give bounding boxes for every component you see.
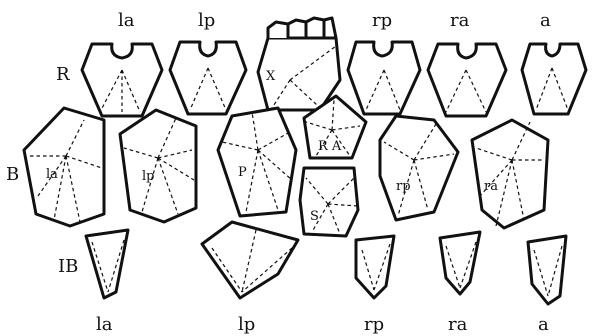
radial-plate-a [522, 44, 586, 114]
row-label-infrabasal: IB [58, 256, 78, 277]
top-label-ra: ra [450, 10, 470, 31]
basal-plate-ra: ra [472, 120, 548, 228]
infrabasal-plate-ra [440, 232, 480, 294]
top-label-la: la [118, 10, 135, 31]
bottom-label-a: a [538, 314, 549, 335]
posterior-plate: P [218, 108, 296, 216]
bottom-label-lp: lp [238, 314, 255, 335]
infrabasal-plate-la [86, 230, 128, 298]
infrabasal-plate-lp [202, 222, 298, 298]
basal-plate-rp: rp [380, 116, 458, 220]
plate-label-x: X [266, 69, 276, 84]
plate-label-basal-ra: ra [484, 179, 498, 194]
plate-label-basal-lp: lp [142, 169, 154, 184]
radial-plate-x: X [258, 18, 340, 110]
plate-label-basal-rp: rp [396, 179, 411, 194]
plate-label-posterior: P [238, 165, 247, 180]
bottom-label-rp: rp [364, 314, 384, 335]
radial-plate-rp [348, 42, 420, 114]
infrabasal-plate-rp [356, 236, 394, 298]
infrabasal-plate-a [528, 236, 566, 304]
radial-plate-ra [428, 44, 506, 116]
radial-plate-la [82, 44, 162, 116]
row-label-basal: B [6, 164, 19, 185]
radial-plate-lp [170, 42, 246, 114]
top-label-lp: lp [198, 10, 215, 31]
top-label-rp: rp [372, 10, 392, 31]
plate-label-radianal: R A [318, 139, 342, 154]
bottom-label-ra: ra [448, 314, 468, 335]
top-label-a: a [540, 10, 551, 31]
s-plate: S [300, 168, 358, 236]
basal-plate-la: la [24, 108, 104, 226]
plate-label-basal-la: la [46, 167, 58, 182]
row-label-radial: R [56, 64, 70, 85]
basal-plate-lp: lp [120, 110, 196, 222]
plate-label-s: S [310, 209, 319, 224]
bottom-label-la: la [96, 314, 113, 335]
